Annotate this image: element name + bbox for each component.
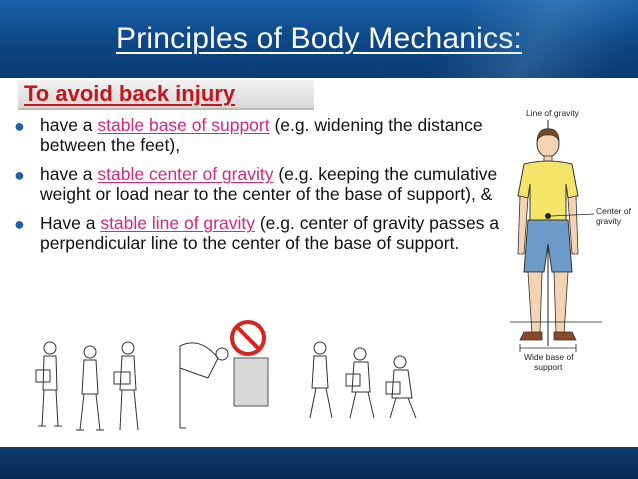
link-stable-line-of-gravity[interactable]: stable line of gravity <box>100 213 255 234</box>
bullet-prefix: Have a <box>40 213 101 234</box>
bullet-suffix: (e.g. keeping the cumulative weight or l… <box>40 164 498 204</box>
subtitle-box: To avoid back injury <box>18 80 314 110</box>
bullet-suffix: (e.g. widening the distance between the … <box>40 115 483 155</box>
bullet-dot-icon: ● <box>14 165 25 186</box>
footer-bar <box>0 447 638 479</box>
figure-bending-person <box>179 342 269 429</box>
label-line-of-gravity: Line of gravity <box>526 108 580 118</box>
bullet-prefix: have a <box>40 115 98 135</box>
slide-title: Principles of Body Mechanics: <box>116 22 522 55</box>
figure-person-3 <box>113 341 139 431</box>
figure-person-2 <box>76 345 104 431</box>
label-wide-base-1: Wide base of <box>524 352 574 362</box>
link-stable-center-of-gravity[interactable]: stable center of gravity <box>97 164 274 185</box>
label-wide-base-2: support <box>534 362 563 372</box>
bullet-prefix: have a <box>40 164 98 185</box>
figure-person-1 <box>35 341 62 427</box>
header-banner: Principles of Body Mechanics: <box>0 0 638 78</box>
lifting-illustrations <box>35 320 417 431</box>
bullet-item-line-of-gravity: ● Have a stable line of gravity (e.g. ce… <box>14 214 504 253</box>
bullet-dot-icon: ● <box>14 214 25 235</box>
bullet-item-center-of-gravity: ● have a stable center of gravity (e.g. … <box>14 164 504 204</box>
link-stable-base-of-support[interactable]: stable base of support <box>97 115 270 135</box>
label-center-of-gravity-2: gravity <box>596 216 622 226</box>
slide-subtitle: To avoid back injury <box>24 81 236 106</box>
bullet-item-base-of-support: ● have a stable base of support (e.g. wi… <box>14 115 504 155</box>
body-mechanics-figure: Line of gravity Center of gravity Wide b… <box>510 108 632 372</box>
prohibited-sign-icon <box>230 320 266 356</box>
bullet-dot-icon: ● <box>14 116 25 136</box>
figure-walking-sequence <box>309 341 417 419</box>
label-center-of-gravity-1: Center of <box>596 206 632 216</box>
bullet-list: ● have a stable base of support (e.g. wi… <box>14 115 504 264</box>
bullet-suffix: (e.g. center of gravity passes a perpend… <box>40 213 500 253</box>
